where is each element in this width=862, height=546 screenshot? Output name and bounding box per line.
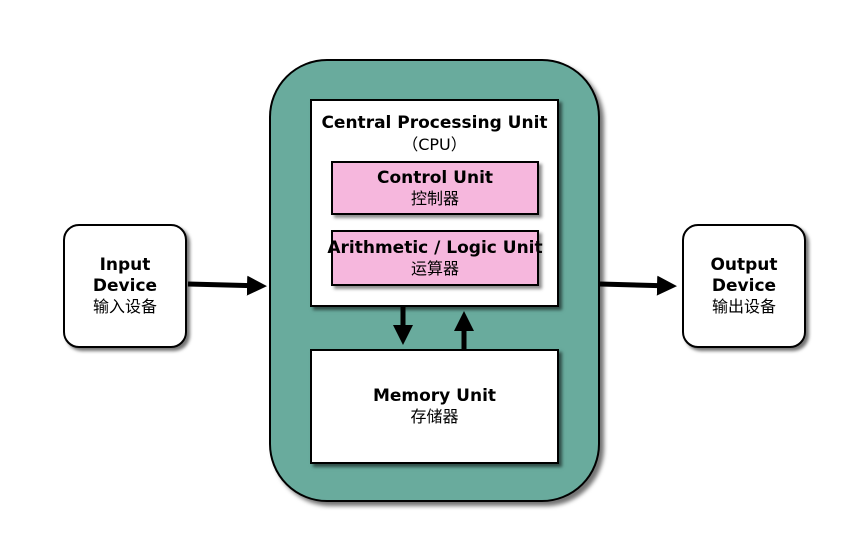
cpu-abbreviation: （CPU）: [402, 135, 467, 154]
control-unit-box: Control Unit 控制器: [331, 161, 539, 215]
input-device-label-zh: 输入设备: [92, 297, 157, 316]
memory-unit-box: Memory Unit 存储器: [310, 349, 559, 464]
output-device-label-line2: Device: [711, 276, 777, 296]
memory-unit-label-zh: 存储器: [410, 407, 459, 426]
alu-label: Arithmetic / Logic Unit: [327, 237, 543, 258]
cpu-title: Central Processing Unit: [321, 113, 548, 133]
alu-label-zh: 运算器: [410, 258, 459, 278]
alu-box: Arithmetic / Logic Unit 运算器: [327, 230, 543, 286]
input-device-label-line2: Device: [92, 276, 158, 296]
input-device-box: Input Device 输入设备: [63, 224, 187, 348]
input-device-label-line1: Input: [99, 255, 151, 275]
memory-unit-label: Memory Unit: [372, 386, 497, 406]
control-unit-label: Control Unit: [376, 167, 494, 188]
computer-to-output-arrow: [599, 275, 677, 296]
output-device-label-line1: Output: [710, 255, 778, 275]
input-to-computer-arrow: [187, 275, 267, 296]
control-unit-label-zh: 控制器: [410, 188, 459, 208]
output-device-box: Output Device 输出设备: [682, 224, 806, 348]
output-device-label-zh: 输出设备: [711, 297, 776, 316]
